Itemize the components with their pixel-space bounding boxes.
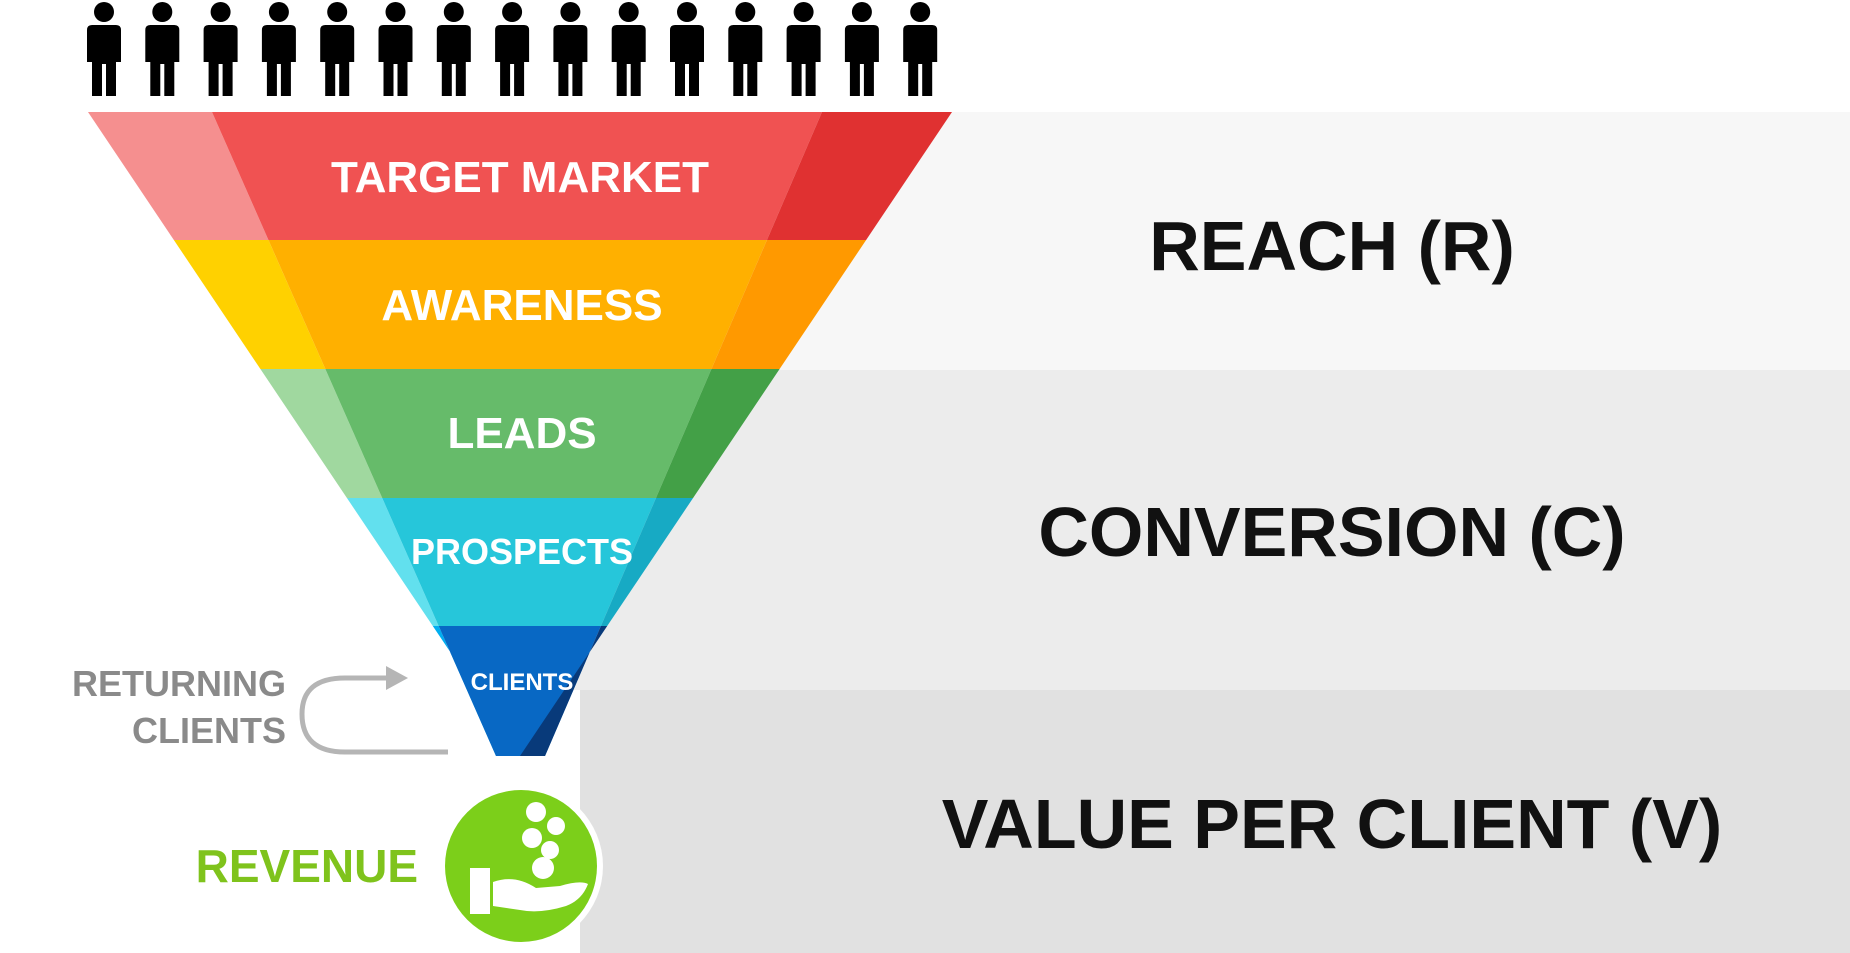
stage-label-target-market: TARGET MARKET <box>331 153 709 202</box>
funnel-stage-prospects <box>346 498 694 626</box>
funnel-stage-right-shade <box>766 112 952 240</box>
band-label-reach: REACH (R) <box>1149 207 1515 285</box>
person-icon <box>670 2 704 96</box>
stage-label-awareness: AWARENESS <box>381 281 662 330</box>
funnel-stage-left-shade <box>346 498 439 626</box>
funnel-stage-center <box>325 369 712 498</box>
returning-clients: RETURNING CLIENTS <box>72 663 448 755</box>
funnel-stage-center <box>212 112 822 240</box>
stage-label-clients: CLIENTS <box>471 669 574 696</box>
band-label-conversion: CONVERSION (C) <box>1038 493 1625 571</box>
funnel-stage-clients <box>432 626 608 756</box>
stage-label-leads: LEADS <box>447 409 596 458</box>
person-icon <box>903 2 938 96</box>
people-row <box>87 2 938 96</box>
band-value <box>580 690 1850 953</box>
funnel <box>88 112 952 756</box>
funnel-stage-right-shade <box>520 626 608 756</box>
returning-arrow <box>299 675 448 755</box>
person-icon <box>844 2 879 96</box>
hand-coins-icon <box>470 802 588 914</box>
person-icon <box>553 2 588 96</box>
revenue-icon <box>445 790 597 942</box>
revenue-label: REVENUE <box>196 840 418 892</box>
funnel-stage-target-market <box>88 112 952 240</box>
person-icon <box>378 2 413 96</box>
funnel-labels: TARGET MARKET AWARENESS LEADS PROSPECTS … <box>331 153 709 696</box>
returning-label-line1: RETURNING <box>72 663 286 704</box>
funnel-stage-left-shade <box>260 369 383 498</box>
person-icon <box>203 2 238 96</box>
person-icon <box>495 2 530 96</box>
band-label-value: VALUE PER CLIENT (V) <box>942 785 1722 863</box>
funnel-stage-left-shade <box>173 240 326 369</box>
person-icon <box>436 2 471 96</box>
person-icon <box>145 2 180 96</box>
returning-arrow-head <box>386 666 408 690</box>
funnel-stage-right-shade <box>655 369 780 498</box>
person-icon <box>728 2 763 96</box>
funnel-stage-left-shade <box>88 112 269 240</box>
person-icon <box>611 2 646 96</box>
returning-label-line2: CLIENTS <box>132 710 286 751</box>
revenue: REVENUE <box>196 784 603 948</box>
funnel-stage-awareness <box>173 240 867 369</box>
person-icon <box>320 2 355 96</box>
stage-label-prospects: PROSPECTS <box>411 531 633 572</box>
funnel-stage-center <box>268 240 767 369</box>
person-icon <box>786 2 821 96</box>
person-icon <box>261 2 296 96</box>
funnel-stage-right-shade <box>711 240 867 369</box>
funnel-stage-leads <box>260 369 780 498</box>
metric-bands: REACH (R) CONVERSION (C) VALUE PER CLIEN… <box>520 112 1850 953</box>
person-icon <box>87 2 121 96</box>
funnel-stage-center <box>382 498 656 626</box>
funnel-stage-right-shade <box>600 498 694 626</box>
funnel-stage-center <box>438 626 601 756</box>
